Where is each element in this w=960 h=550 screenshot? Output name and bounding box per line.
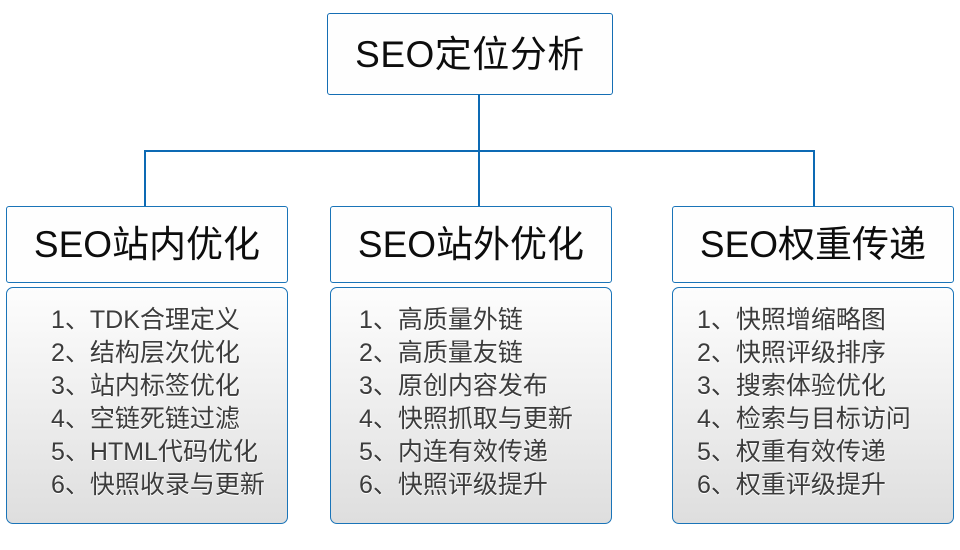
list-item: 4、空链死链过滤 <box>51 405 240 433</box>
list-item: 5、HTML代码优化 <box>51 438 258 466</box>
list-item: 6、快照收录与更新 <box>51 471 265 499</box>
branch-header-3[interactable]: SEO权重传递 <box>672 206 954 283</box>
list-item: 4、检索与目标访问 <box>697 405 911 433</box>
root-node-label: SEO定位分析 <box>355 33 585 75</box>
branch-header-1[interactable]: SEO站内优化 <box>6 206 288 283</box>
branch-list-inner-2: 1、高质量外链 2、高质量友链 3、原创内容发布 4、快照抓取与更新 5、内连有… <box>331 304 573 502</box>
branch-header-label-2: SEO站外优化 <box>357 224 585 265</box>
list-item: 6、快照评级提升 <box>359 471 548 499</box>
branch-list-inner-3: 1、快照增缩略图 2、快照评级排序 3、搜索体验优化 4、检索与目标访问 5、权… <box>673 304 911 502</box>
list-item: 2、快照评级排序 <box>697 339 886 367</box>
list-item: 3、原创内容发布 <box>359 372 548 400</box>
branch-column-3: SEO权重传递 1、快照增缩略图 2、快照评级排序 3、搜索体验优化 4、检索与… <box>672 206 954 524</box>
list-item: 4、快照抓取与更新 <box>359 405 573 433</box>
list-item: 1、TDK合理定义 <box>51 306 240 334</box>
list-item: 5、权重有效传递 <box>697 438 886 466</box>
branch-column-2: SEO站外优化 1、高质量外链 2、高质量友链 3、原创内容发布 4、快照抓取与… <box>330 206 612 524</box>
connector-drop-branch-1 <box>144 150 146 207</box>
connector-drop-branch-2 <box>478 150 480 207</box>
branch-header-label-3: SEO权重传递 <box>699 224 927 265</box>
branch-list-inner-1: 1、TDK合理定义 2、结构层次优化 3、站内标签优化 4、空链死链过滤 5、H… <box>7 304 265 502</box>
list-item: 2、高质量友链 <box>359 339 523 367</box>
connector-root-stem <box>478 94 480 151</box>
branch-column-1: SEO站内优化 1、TDK合理定义 2、结构层次优化 3、站内标签优化 4、空链… <box>6 206 288 524</box>
list-item: 3、搜索体验优化 <box>697 372 886 400</box>
list-item: 6、权重评级提升 <box>697 471 886 499</box>
root-node[interactable]: SEO定位分析 <box>327 13 613 95</box>
branch-header-label-1: SEO站内优化 <box>33 224 261 265</box>
connector-drop-branch-3 <box>813 150 815 207</box>
branch-header-2[interactable]: SEO站外优化 <box>330 206 612 283</box>
list-item: 1、快照增缩略图 <box>697 306 886 334</box>
list-item: 3、站内标签优化 <box>51 372 240 400</box>
list-item: 5、内连有效传递 <box>359 438 548 466</box>
branch-list-3: 1、快照增缩略图 2、快照评级排序 3、搜索体验优化 4、检索与目标访问 5、权… <box>672 287 954 524</box>
branch-list-1: 1、TDK合理定义 2、结构层次优化 3、站内标签优化 4、空链死链过滤 5、H… <box>6 287 288 524</box>
list-item: 1、高质量外链 <box>359 306 523 334</box>
branch-list-2: 1、高质量外链 2、高质量友链 3、原创内容发布 4、快照抓取与更新 5、内连有… <box>330 287 612 524</box>
list-item: 2、结构层次优化 <box>51 339 240 367</box>
